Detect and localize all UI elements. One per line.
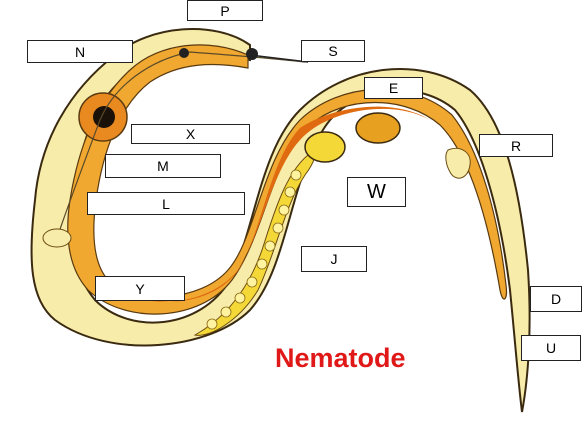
egg-capsule-1 bbox=[304, 131, 346, 163]
label-n: N bbox=[27, 40, 133, 63]
label-r: R bbox=[479, 134, 553, 157]
label-e: E bbox=[364, 77, 423, 99]
label-x: X bbox=[131, 124, 250, 144]
label-y: Y bbox=[95, 276, 185, 301]
label-p: P bbox=[187, 0, 263, 21]
label-s: S bbox=[301, 40, 365, 62]
pharynx-canal bbox=[57, 51, 306, 236]
egg-capsule-2 bbox=[355, 112, 401, 144]
label-m: M bbox=[105, 154, 221, 178]
stylet bbox=[249, 54, 309, 63]
label-w: W bbox=[347, 177, 406, 207]
label-j: J bbox=[301, 246, 367, 272]
label-d: D bbox=[530, 286, 582, 312]
mouth-spot bbox=[179, 48, 189, 58]
diagram-title: Nematode bbox=[275, 343, 406, 373]
head-spot bbox=[246, 48, 258, 60]
tail-gland bbox=[445, 147, 471, 179]
basal-bulb bbox=[42, 228, 72, 248]
label-u: U bbox=[521, 335, 581, 361]
ovary bbox=[193, 151, 316, 336]
egg-cells bbox=[206, 169, 302, 330]
label-l: L bbox=[87, 192, 245, 215]
pharynx-bulb bbox=[93, 106, 115, 128]
